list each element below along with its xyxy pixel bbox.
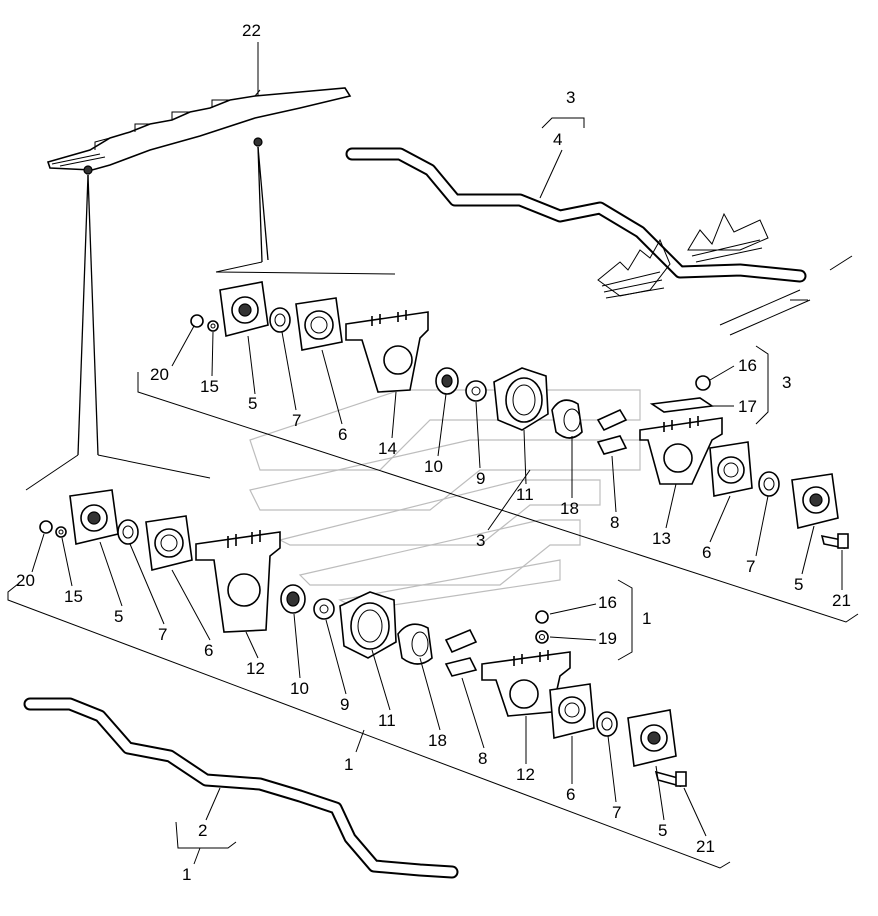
callout-10-b: 10: [290, 679, 309, 698]
callout-12-b: 12: [516, 765, 535, 784]
tine-bar-22: [46, 87, 352, 456]
callout-1-bottom: 1: [182, 865, 191, 884]
callout-6-d: 6: [566, 785, 575, 804]
callout-12-a: 12: [246, 659, 265, 678]
callout-5-a: 5: [248, 394, 257, 413]
callout-20-b: 20: [16, 571, 35, 590]
callout-4: 4: [553, 130, 562, 149]
callout-1-bracket: 1: [642, 609, 651, 628]
callout-13: 13: [652, 529, 671, 548]
callout-17: 17: [738, 397, 757, 416]
callout-6-a: 6: [338, 425, 347, 444]
shaft-2: [23, 697, 459, 879]
callout-8-b: 8: [478, 749, 487, 768]
callout-9-a: 9: [476, 469, 485, 488]
callout-15-b: 15: [64, 587, 83, 606]
callout-9-b: 9: [340, 695, 349, 714]
callout-8-a: 8: [610, 513, 619, 532]
callout-7-b: 7: [746, 557, 755, 576]
callout-16-b: 16: [598, 593, 617, 612]
callout-2: 2: [198, 821, 207, 840]
callout-7-c: 7: [158, 625, 167, 644]
callout-5-c: 5: [114, 607, 123, 626]
callout-15-a: 15: [200, 377, 219, 396]
callout-6-c: 6: [204, 641, 213, 660]
upper-assembly-left: [190, 281, 628, 455]
callout-22: 22: [242, 21, 261, 40]
callout-11-a: 11: [516, 485, 534, 504]
callout-3-top: 3: [566, 88, 575, 107]
callout-14: 14: [378, 439, 397, 458]
callout-11-b: 11: [378, 711, 396, 730]
callout-16-a: 16: [738, 356, 757, 375]
lower-assembly-right: [481, 610, 687, 788]
callout-7-a: 7: [292, 411, 301, 430]
lower-assembly-left: [39, 489, 478, 677]
upper-assembly-right: [639, 375, 849, 550]
callout-3-mid: 3: [476, 531, 485, 550]
callout-6-b: 6: [702, 543, 711, 562]
callout-20-a: 20: [150, 365, 169, 384]
callout-5-b: 5: [794, 575, 803, 594]
shaft-4: [345, 147, 853, 336]
callout-1-mid: 1: [344, 755, 353, 774]
callout-7-d: 7: [612, 803, 621, 822]
callout-10-a: 10: [424, 457, 443, 476]
callout-5-d: 5: [658, 821, 667, 840]
callout-21-a: 21: [832, 591, 851, 610]
callout-3-bracket: 3: [782, 373, 791, 392]
callout-21-b: 21: [696, 837, 715, 856]
callout-18-a: 18: [560, 499, 579, 518]
callout-19: 19: [598, 629, 617, 648]
callout-18-b: 18: [428, 731, 447, 750]
